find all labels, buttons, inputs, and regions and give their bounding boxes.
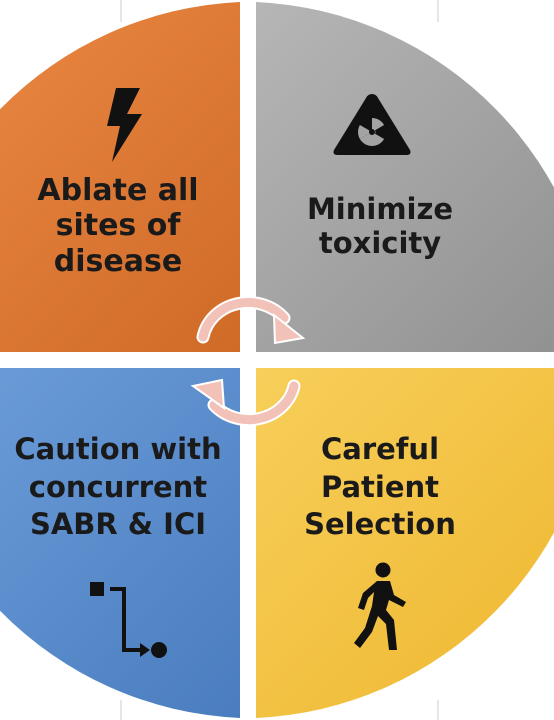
label-line: sites of	[55, 208, 181, 244]
quadrant-top-left	[0, 2, 240, 352]
label-line: Careful	[320, 432, 440, 466]
label-line: SABR & ICI	[29, 507, 207, 542]
label-ablate-all-sites: Ablate all sites of disease	[0, 173, 236, 279]
lightning-bolt-icon	[107, 88, 142, 162]
label-line: Selection	[304, 507, 456, 542]
label-minimize-toxicity: Minimize toxicity	[256, 192, 504, 260]
flow-sequence-icon	[90, 582, 167, 658]
label-line: concurrent	[28, 469, 208, 504]
label-line: Ablate all	[37, 173, 199, 208]
quadrant-top-right	[256, 2, 554, 352]
label-careful-patient-selection: Careful Patient Selection	[256, 431, 504, 544]
radiation-hazard-icon	[333, 94, 411, 155]
label-caution-concurrent: Caution with concurrent SABR & ICI	[0, 431, 236, 544]
cycle-arrows-icon	[190, 296, 306, 427]
label-line: disease	[53, 243, 183, 279]
label-line: toxicity	[318, 226, 442, 261]
quadrant-bottom-right	[256, 368, 554, 718]
label-line: Patient	[320, 469, 440, 504]
label-line: Caution with	[14, 432, 222, 466]
quadrant-bottom-left	[0, 368, 240, 718]
label-line: Minimize	[306, 192, 454, 226]
walking-person-icon	[354, 562, 406, 650]
